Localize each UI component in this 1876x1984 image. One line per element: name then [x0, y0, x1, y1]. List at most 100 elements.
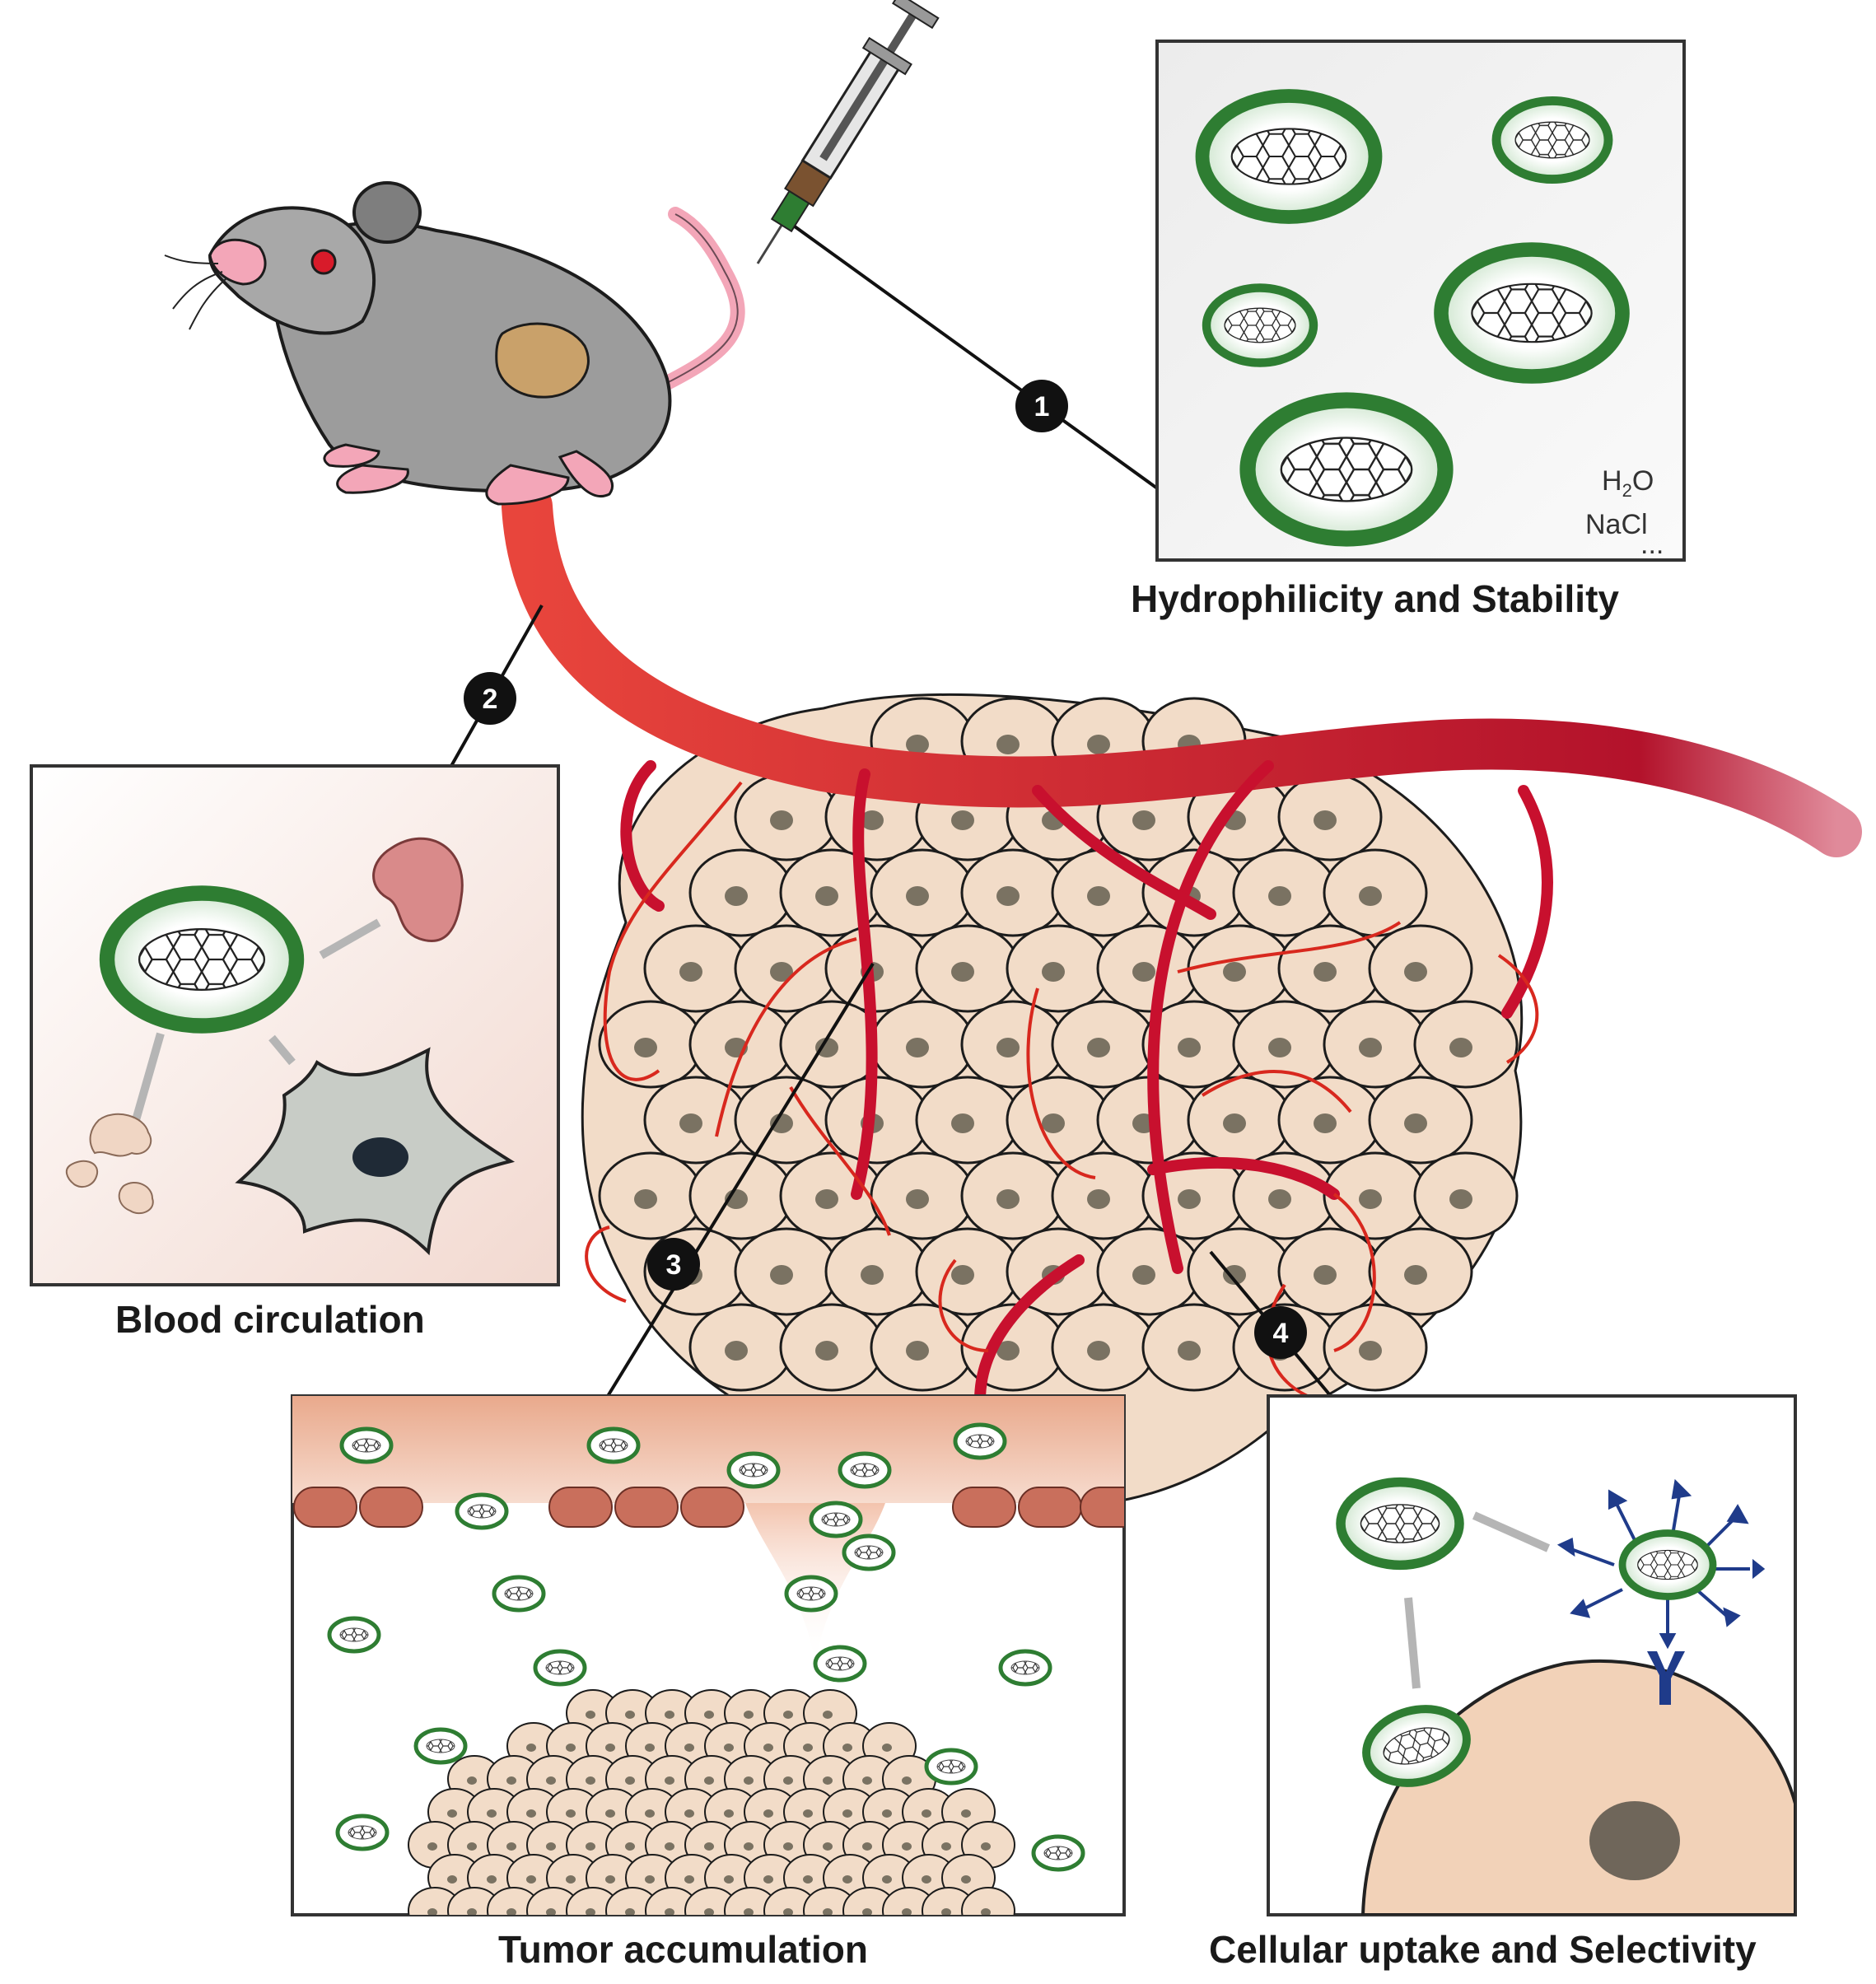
water-label: H2O	[1602, 465, 1654, 501]
mouse-icon	[164, 181, 745, 506]
graphene-nanoparticle-icon	[1341, 1482, 1459, 1566]
graphene-nanoparticle-icon	[107, 894, 296, 1026]
svg-text:2: 2	[483, 684, 498, 715]
tumor-cell	[1413, 1151, 1519, 1240]
caption-tumor-accumulation: Tumor accumulation	[498, 1928, 868, 1971]
tumor-cell	[779, 1303, 884, 1392]
caption-blood-circulation: Blood circulation	[115, 1298, 425, 1341]
tumor-cell	[1323, 848, 1428, 937]
tumor-cell	[1368, 1076, 1473, 1165]
tumor-cell	[1323, 1000, 1428, 1089]
graphene-nanoparticle-icon	[729, 1454, 778, 1487]
graphene-nanoparticle-icon	[1034, 1837, 1083, 1870]
step-badge-2: 2	[464, 672, 516, 725]
salt-label: NaCl	[1585, 509, 1648, 540]
graphene-nanoparticle-icon	[840, 1454, 889, 1487]
tumor-cell	[960, 1000, 1066, 1089]
graphene-nanoparticle-icon	[1622, 1534, 1713, 1597]
caption-hydrophilicity: Hydrophilicity and Stability	[1131, 577, 1619, 620]
platelet-icon	[65, 1113, 154, 1215]
tumor-cell	[688, 848, 794, 937]
blood-vessel-icon	[502, 481, 1862, 1406]
endothelial-cell	[548, 1487, 613, 1528]
tumor-cell	[1277, 1227, 1383, 1316]
tumor-cell	[1368, 924, 1473, 1013]
tumor-cell	[1141, 1303, 1247, 1392]
panel-tumor-accumulation	[291, 1394, 1126, 1916]
graphene-nanoparticle-icon	[416, 1730, 465, 1762]
svg-text:4: 4	[1273, 1318, 1289, 1349]
step-badge-3: 3	[647, 1238, 700, 1291]
tumor-cell	[1006, 1076, 1111, 1165]
tumor-cell	[961, 1887, 1015, 1915]
tumor-cell	[1368, 1227, 1473, 1316]
tumor-cell	[915, 924, 1020, 1013]
tumor-cell	[1006, 924, 1111, 1013]
graphene-nanoparticle-icon	[786, 1577, 836, 1610]
tumor-cell	[824, 1076, 930, 1165]
tumor-cell	[1187, 924, 1292, 1013]
endothelial-cell	[1080, 1487, 1124, 1528]
tumor-cell	[1051, 848, 1156, 937]
tumor-cell	[643, 1076, 749, 1165]
tumor-cell	[960, 1151, 1066, 1240]
tumor-cell	[870, 1000, 975, 1089]
tumor-cell	[688, 1303, 794, 1392]
svg-text:1: 1	[1034, 391, 1050, 422]
graphene-nanoparticle-icon	[1001, 1651, 1050, 1684]
tumor-cell	[734, 1227, 839, 1316]
endothelial-cell	[680, 1487, 744, 1528]
tumor-cell	[688, 1000, 794, 1089]
graphene-nanoparticle-icon	[955, 1425, 1005, 1458]
graphene-nanoparticle-icon	[815, 1647, 865, 1680]
step-badge-4: 4	[1254, 1306, 1307, 1359]
svg-text:3: 3	[666, 1249, 682, 1281]
tumor-cell	[734, 924, 839, 1013]
graphene-nanoparticle-icon	[589, 1429, 638, 1462]
graphene-nanoparticle-icon	[494, 1577, 544, 1610]
tumor-cell	[1096, 1227, 1202, 1316]
panel-cellular-uptake	[1267, 1394, 1797, 1916]
tumor-cell	[643, 924, 749, 1013]
endothelial-cell	[614, 1487, 679, 1528]
graphene-nanoparticle-icon	[844, 1536, 894, 1569]
graphene-nanoparticle-icon	[338, 1816, 387, 1849]
tumor-cell	[1277, 773, 1383, 861]
cancer-cell-icon	[1360, 1659, 1795, 1915]
tumor-cell	[1051, 1000, 1156, 1089]
graphene-nanoparticle-icon	[926, 1750, 976, 1783]
endothelial-cell	[952, 1487, 1016, 1528]
tumor-cell	[688, 1151, 794, 1240]
tumor-cell	[824, 1227, 930, 1316]
graphene-nanoparticle-icon	[457, 1495, 506, 1528]
tumor-icon	[581, 693, 1524, 1507]
step-badge-1: 1	[1015, 380, 1068, 432]
tumor-cell	[1187, 1076, 1292, 1165]
tumor-cell	[915, 1227, 1020, 1316]
graphene-nanoparticle-icon	[329, 1618, 379, 1651]
tumor-cell	[960, 848, 1066, 937]
panel-hydrophilicity: H2O NaCl ...	[1155, 40, 1686, 562]
graphene-nanoparticle-icon	[342, 1429, 391, 1462]
tumor-cell	[598, 1151, 703, 1240]
endothelial-cell	[293, 1487, 357, 1528]
tumor-cell	[870, 848, 975, 937]
panel-blood-circulation	[30, 764, 560, 1286]
tumor-cell	[915, 1076, 1020, 1165]
ellipsis-label: ...	[1640, 529, 1664, 560]
receptor-icon	[1647, 1651, 1685, 1705]
graphene-nanoparticle-icon	[535, 1651, 585, 1684]
graphene-nanoparticle-icon	[811, 1503, 861, 1536]
targeting-ligand-icon	[1556, 1478, 1766, 1650]
syringe-icon	[756, 0, 940, 264]
tumor-cell	[870, 1303, 975, 1392]
tumor-cell	[824, 924, 930, 1013]
caption-cellular-uptake: Cellular uptake and Selectivity	[1209, 1928, 1757, 1971]
tumor-cell	[1051, 1303, 1156, 1392]
tumor-cell	[734, 1076, 839, 1165]
endothelial-cell	[359, 1487, 423, 1528]
endothelial-cell	[1018, 1487, 1082, 1528]
spleen-icon	[372, 837, 464, 942]
tumor-cell	[1232, 848, 1337, 937]
